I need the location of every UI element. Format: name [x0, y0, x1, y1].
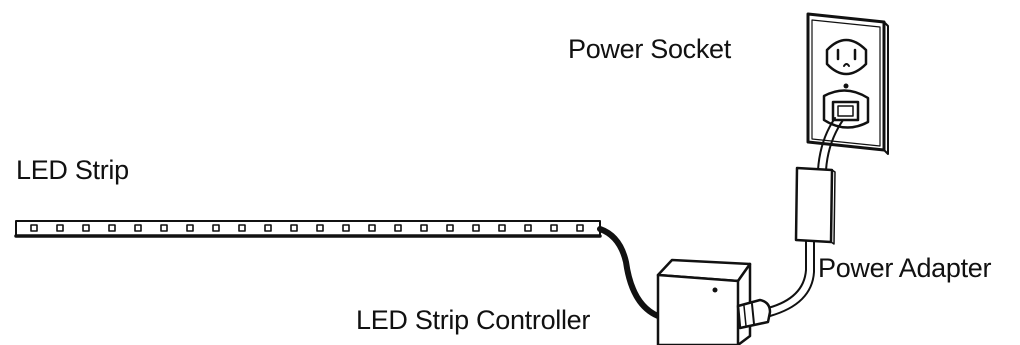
strip-to-controller-cable	[597, 226, 661, 319]
led-chip	[108, 224, 116, 232]
power-socket	[806, 12, 889, 155]
lower-receptacle	[822, 89, 870, 129]
led-strip	[14, 220, 602, 238]
led-chip	[316, 224, 324, 232]
upper-receptacle	[825, 38, 868, 76]
led-strip-controller	[656, 258, 772, 345]
led-chip	[186, 224, 194, 232]
led-chip	[82, 224, 90, 232]
led-chip	[342, 224, 350, 232]
led-chip	[472, 224, 480, 232]
dc-plug-connector	[736, 298, 772, 330]
led-chip	[160, 224, 168, 232]
led-strip-controller-label: LED Strip Controller	[356, 305, 591, 335]
led-chip	[498, 224, 506, 232]
led-chip	[550, 224, 558, 232]
led-chip	[30, 224, 38, 232]
led-chip	[394, 224, 402, 232]
led-chip	[212, 224, 220, 232]
led-chip	[446, 224, 454, 232]
led-chip	[368, 224, 376, 232]
led-chip	[238, 224, 246, 232]
power-socket-label: Power Socket	[568, 34, 731, 64]
led-chip	[524, 224, 532, 232]
led-chip	[264, 224, 272, 232]
outlet-screw	[843, 83, 849, 89]
power-adapter	[794, 166, 836, 245]
led-chip	[56, 224, 64, 232]
led-chip	[290, 224, 298, 232]
led-strip-label: LED Strip	[16, 155, 129, 185]
power-adapter-label: Power Adapter	[818, 253, 992, 283]
led-chip	[420, 224, 428, 232]
led-chip	[576, 224, 584, 232]
status-led-dot	[712, 287, 718, 293]
adapter-to-controller-cable	[767, 240, 815, 317]
led-chip	[134, 224, 142, 232]
socket-to-adapter-cable	[817, 117, 844, 171]
